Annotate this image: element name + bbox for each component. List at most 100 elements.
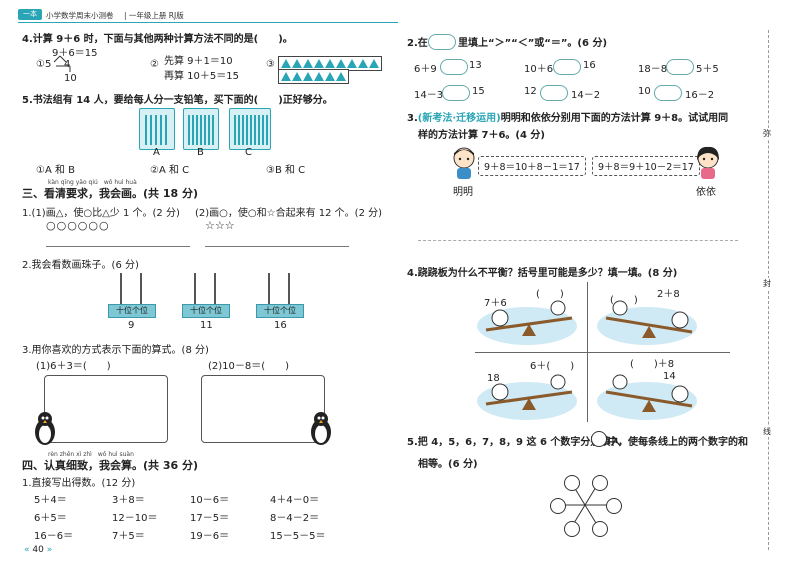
abacus-rod bbox=[288, 273, 290, 305]
rq5-title-a: 5.把 4，5，6，7，8，9 这 6 个数字分别填入 bbox=[407, 437, 621, 448]
quadrant-divider-h bbox=[475, 352, 730, 353]
seesaw-2 bbox=[605, 300, 693, 338]
rq3-tag: (新考法·迁移运用) bbox=[417, 113, 501, 124]
abacus-value-11: 11 bbox=[200, 320, 213, 331]
mingming-equation: 9＋8＝10＋8－1＝17 bbox=[478, 156, 586, 176]
calc-cell: 5＋4＝ bbox=[34, 495, 67, 506]
triangle-icon bbox=[292, 72, 302, 81]
q5-option-2: ②A 和 C bbox=[150, 165, 190, 176]
rq3-title2: 样的方法计算 7＋6。(4 分) bbox=[418, 130, 545, 141]
s1-left: 7＋6 bbox=[484, 298, 507, 309]
calc-cell: 6＋5＝ bbox=[34, 513, 67, 524]
rq2-cell: 10＋6 bbox=[524, 64, 554, 75]
page-number: « 40 » bbox=[24, 545, 53, 555]
s2-left[interactable]: ( ) bbox=[610, 295, 638, 306]
abacus-base-11: 十位个位 bbox=[182, 304, 230, 318]
compare-blank[interactable] bbox=[553, 59, 581, 75]
calc-cell: 19－6＝ bbox=[190, 531, 230, 542]
calc-cell: 10－6＝ bbox=[190, 495, 230, 506]
star-circle-blank[interactable] bbox=[564, 521, 580, 537]
binding-label-2: 封 bbox=[763, 278, 771, 289]
sec4-q1: 1.直接写出得数。(12 分) bbox=[22, 478, 136, 489]
compare-blank[interactable] bbox=[654, 85, 682, 101]
calc-cell: 15－5－5＝ bbox=[270, 531, 326, 542]
sec3-q1-a: 1.(1)画△，使○比△少 1 个。(2 分) bbox=[22, 208, 180, 219]
calc-cell: 16－6＝ bbox=[34, 531, 74, 542]
triangle-icon bbox=[336, 59, 346, 68]
sec3-q1-b: (2)画○，使○和☆合起来有 12 个。(2 分) bbox=[195, 208, 383, 219]
compare-blank[interactable] bbox=[440, 59, 468, 75]
sec3-q2: 2.我会看数画珠子。(6 分) bbox=[22, 260, 139, 271]
compare-blank[interactable] bbox=[666, 59, 694, 75]
abacus-ten-label: 十位 bbox=[190, 306, 206, 315]
q4-opt2-line2: 再算 10＋5＝15 bbox=[164, 71, 239, 82]
rq2-cell: 18－8 bbox=[638, 64, 668, 75]
triangle-icon bbox=[336, 72, 346, 81]
star-circle-blank[interactable] bbox=[592, 475, 608, 491]
header-grade: | 一年级上册 RJ版 bbox=[124, 11, 184, 20]
header-grade-text: 一年级上册 RJ版 bbox=[128, 11, 184, 20]
rq2-cell: 10 bbox=[638, 86, 651, 97]
sec3-answer-line-2[interactable] bbox=[205, 246, 349, 247]
rq3-answer-line[interactable] bbox=[418, 240, 738, 241]
triangle-icon bbox=[314, 59, 324, 68]
header-rule bbox=[18, 22, 398, 23]
abacus-ten-label: 十位 bbox=[116, 306, 132, 315]
yiyi-label: 依依 bbox=[696, 187, 716, 198]
page-number-text: 40 bbox=[32, 545, 44, 555]
star-circle-blank[interactable] bbox=[550, 498, 566, 514]
rq2-cell: 6＋9 bbox=[414, 64, 437, 75]
q5-title: 5.书法组有 14 人，要给每人分一支铅笔，买下面的( )正好够分。 bbox=[22, 95, 333, 106]
seesaw-3 bbox=[485, 374, 573, 410]
binding-label-1: 弥 bbox=[763, 128, 771, 139]
triangle-icon bbox=[325, 59, 335, 68]
rq2-cell: 12 bbox=[524, 86, 537, 97]
sec3-circles: ○○○○○○ bbox=[46, 219, 110, 232]
rq5-title2: 相等。(6 分) bbox=[418, 459, 478, 470]
girl-avatar bbox=[697, 146, 719, 179]
q4-opt2-line1: 先算 9＋1＝10 bbox=[164, 56, 233, 67]
rq3-title-text: 明明和依依分别用下面的方法计算 9＋8。试试用同 bbox=[500, 113, 729, 124]
pencil-box-b bbox=[183, 108, 219, 150]
star-circle-blank[interactable] bbox=[564, 475, 580, 491]
s3-right[interactable]: 6＋( ) bbox=[530, 361, 575, 372]
yiyi-equation: 9＋8＝9＋10－2＝17 bbox=[592, 156, 700, 176]
s4-left[interactable]: ( )＋8 bbox=[630, 359, 675, 370]
pencil-label-a: A bbox=[153, 147, 160, 158]
star-circle-blank[interactable] bbox=[606, 498, 622, 514]
triangle-icon bbox=[281, 59, 291, 68]
penguin-icon bbox=[311, 412, 331, 445]
triangle-icon bbox=[314, 72, 324, 81]
compare-blank[interactable] bbox=[442, 85, 470, 101]
rq4-title: 4.跷跷板为什么不平衡？括号里可能是多少？填一填。(8 分) bbox=[407, 268, 678, 279]
s4-right: 14 bbox=[663, 371, 676, 382]
abacus-ten-label: 十位 bbox=[264, 306, 280, 315]
q4-title: 4.计算 9＋6 时，下面与其他两种计算方法不同的是( )。 bbox=[22, 34, 293, 45]
seesaw-1 bbox=[485, 300, 573, 336]
abacus-base-16: 十位个位 bbox=[256, 304, 304, 318]
s2-right: 2＋8 bbox=[657, 289, 680, 300]
sec3-pinyin: kàn qīng yāo qiú wǒ huì huà bbox=[48, 179, 137, 186]
q4-opt1-eq: 9＋6＝15 bbox=[52, 48, 98, 59]
boy-avatar bbox=[453, 147, 475, 179]
q4-split-lines bbox=[53, 55, 71, 72]
pencil-box-c bbox=[229, 108, 271, 150]
sec4-pinyin: rèn zhēn xì zhì wǒ huì suàn bbox=[48, 451, 134, 458]
rq2-cell: 16－2 bbox=[685, 90, 715, 101]
sec3-q3-b: (2)10－8＝( ) bbox=[208, 361, 290, 372]
rq2-cell: 14－2 bbox=[571, 90, 601, 101]
s1-right[interactable]: ( ) bbox=[536, 289, 564, 300]
sec3-answer-line-1[interactable] bbox=[46, 246, 190, 247]
pencil-label-b: B bbox=[197, 147, 204, 158]
calc-cell: 12－10＝ bbox=[112, 513, 158, 524]
q3-drawing-area-2[interactable] bbox=[201, 375, 325, 443]
sec3-title: 三、看清要求，我会画。(共 18 分) bbox=[22, 187, 199, 200]
compare-blank[interactable] bbox=[540, 85, 568, 101]
abacus-one-label: 个位 bbox=[206, 306, 222, 315]
abacus-base-9: 十位个位 bbox=[108, 304, 156, 318]
star-circle-blank[interactable] bbox=[592, 521, 608, 537]
q3-drawing-area-1[interactable] bbox=[44, 375, 168, 443]
rq2-title-a: 2.在 bbox=[407, 38, 428, 49]
penguin-icon bbox=[35, 412, 55, 445]
abacus-rod bbox=[214, 273, 216, 305]
